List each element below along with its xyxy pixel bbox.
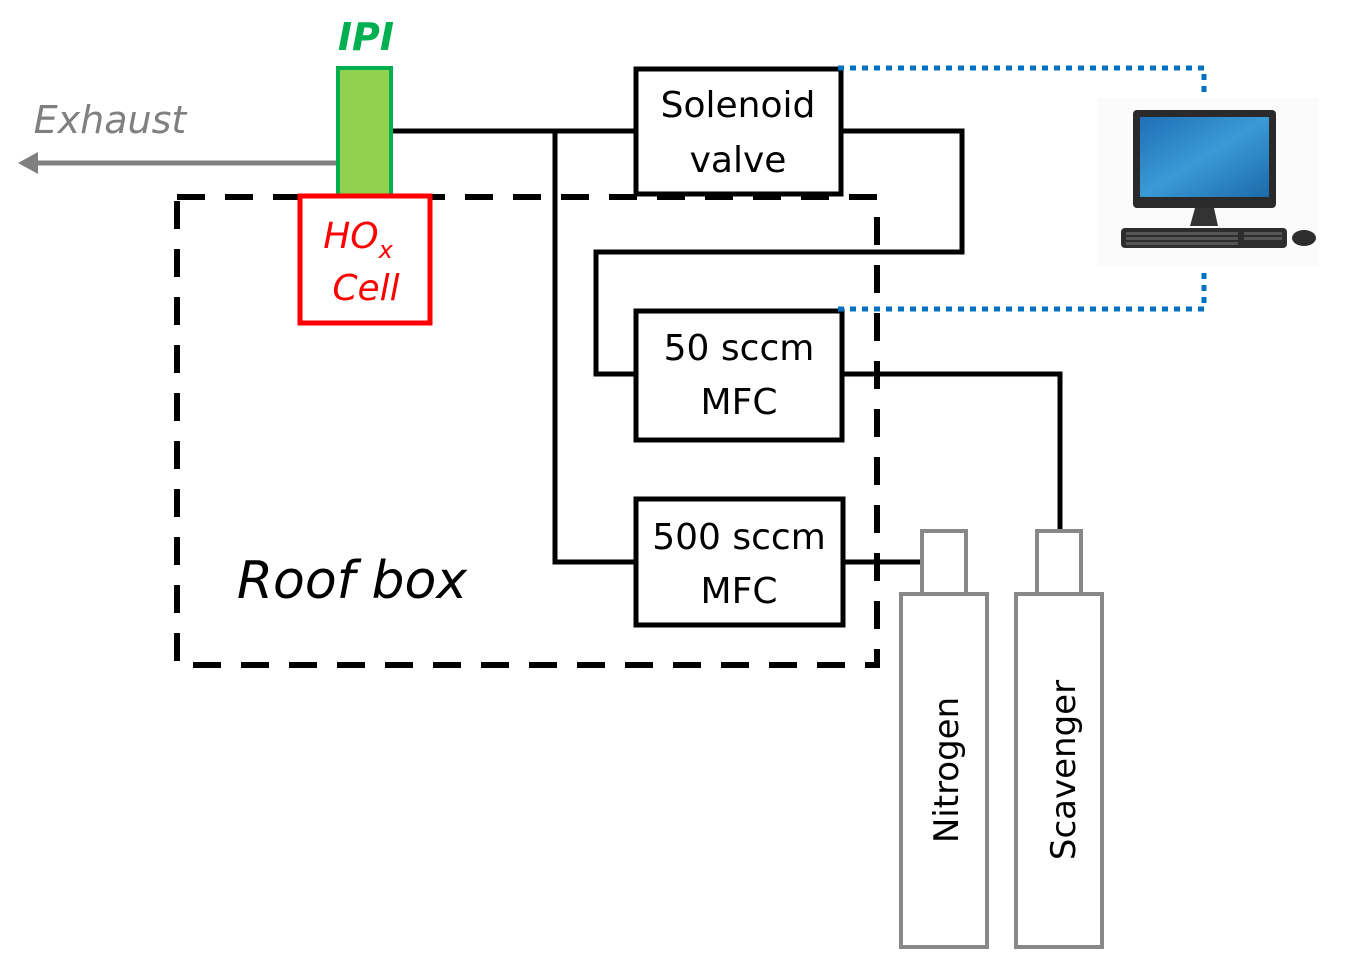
roof-box-boundary [174,194,880,668]
desktop-computer-icon [1097,98,1319,266]
roof-box-label: Roof box [237,551,468,611]
ipi-injector [336,66,393,198]
data-link-mfc [838,270,1207,312]
mfc-50-sccm [633,308,845,443]
hox-cell-label: HOx [323,216,393,264]
solenoid-valve-label-1: Solenoid [661,85,816,126]
mfc-50-label-1: 50 sccm [664,328,815,369]
solenoid-valve-label-2: valve [690,140,787,181]
solenoid-valve [633,66,844,197]
mfc-500-sccm [633,496,846,628]
mfc-500-label-2: MFC [701,571,778,612]
pipe-to-500-mfc [552,131,636,565]
exhaust-arrow [18,152,338,174]
exhaust-label: Exhaust [34,98,189,142]
pipe-50-mfc-to-scavenger [842,371,1063,530]
hox-cell-label-line2: Cell [332,268,399,309]
scavenger-cylinder: Scavenger [1014,529,1104,949]
scavenger-label: Scavenger [1044,680,1084,860]
ipi-label: IPI [338,15,394,59]
mfc-500-label-1: 500 sccm [652,517,826,558]
hox-cell [297,193,433,326]
data-link-valve [838,65,1207,95]
pipe-valve-to-50-mfc [593,128,965,377]
mfc-50-label-2: MFC [701,382,778,423]
pipe-network [392,128,1063,565]
nitrogen-label: Nitrogen [927,697,967,843]
nitrogen-cylinder: Nitrogen [899,529,989,949]
